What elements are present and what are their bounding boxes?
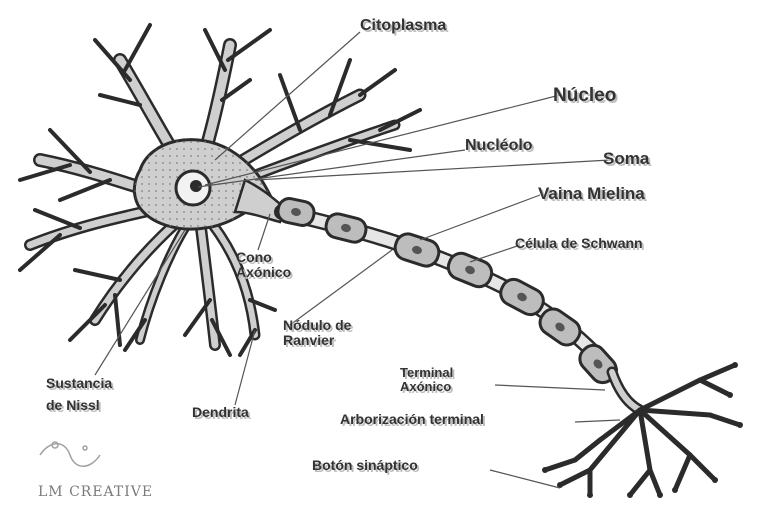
label-dendrita: Dendrita xyxy=(192,405,249,420)
label-arborizacion-terminal: Arborización terminal xyxy=(340,412,484,427)
label-nucleo: Núcleo xyxy=(553,86,616,106)
myelin-sheath xyxy=(276,197,621,388)
label-nodulo-ranvier: Nódulo de Ranvier xyxy=(283,318,351,347)
label-cono-axonico: Cono Axónico xyxy=(236,250,291,279)
label-terminal-axonico-line2: Axónico xyxy=(400,380,453,394)
label-sustancia-nissl-line1: Sustancia xyxy=(46,372,112,394)
label-cono-axonico-line2: Axónico xyxy=(236,265,291,280)
label-vaina-mielina: Vaina Mielina xyxy=(538,185,645,203)
label-soma: Soma xyxy=(603,150,649,168)
label-boton-sinaptico: Botón sináptico xyxy=(312,458,418,473)
label-nodulo-ranvier-line2: Ranvier xyxy=(283,333,351,348)
watermark-text: LM CREATIVE xyxy=(38,484,153,500)
label-sustancia-nissl-line2: de Nissl xyxy=(46,394,112,416)
terminal-arborization xyxy=(542,362,743,498)
watermark-logo xyxy=(40,442,100,466)
label-terminal-axonico-line1: Terminal xyxy=(400,366,453,380)
label-celula-schwann: Célula de Schwann xyxy=(515,236,643,251)
label-cono-axonico-line1: Cono xyxy=(236,250,291,265)
label-nucleolo: Nucléolo xyxy=(465,138,533,155)
label-sustancia-nissl: Sustancia de Nissl xyxy=(46,372,112,417)
nucleolus xyxy=(190,180,202,192)
label-nodulo-ranvier-line1: Nódulo de xyxy=(283,318,351,333)
label-citoplasma: Citoplasma xyxy=(360,18,446,35)
label-terminal-axonico: Terminal Axónico xyxy=(400,366,453,393)
